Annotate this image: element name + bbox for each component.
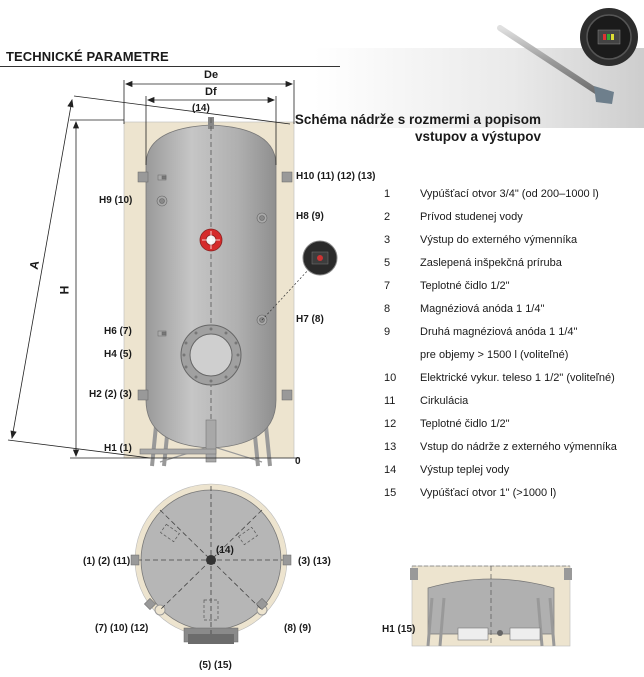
fitting-h6 [157, 330, 167, 337]
dim-de [123, 80, 295, 124]
label-h9: H9 (10) [99, 195, 133, 206]
label-h4: H4 (5) [104, 349, 132, 360]
legend-text: Vypúšťací otvor 3/4" (od 200–1000 l) [420, 188, 599, 200]
legend-text: Cirkulácia [420, 395, 469, 407]
anode-rod-illustration [497, 25, 614, 104]
label-h10: H10 (11) (12) (13) [296, 171, 376, 182]
legend-text: Prívod studenej vody [420, 211, 523, 223]
dim-de-label: De [204, 69, 219, 81]
side-nozzles [137, 171, 293, 401]
legend-number: 2 [384, 211, 391, 223]
legend-text: Druhá magnéziová anóda 1 1/4" [420, 326, 578, 338]
section-title-underline [0, 66, 340, 67]
label-h6: H6 (7) [104, 326, 132, 337]
legend-number: 10 [384, 372, 397, 384]
legend-number: 9 [384, 326, 391, 338]
legend-number: 13 [384, 441, 397, 453]
label-top-view-left: (1) (2) (11) [83, 556, 131, 567]
dim-df [145, 96, 277, 165]
legend-number: 8 [384, 303, 391, 315]
inspection-flange [180, 324, 242, 386]
label-detail-h1-15: H1 (15) [382, 624, 416, 635]
legend-text: Zaslepená inšpekčná príruba [420, 257, 562, 269]
label-top-view-center: (14) [216, 545, 234, 556]
label-h1: H1 (1) [104, 443, 132, 454]
control-unit-icon [580, 8, 638, 66]
legend-text: Teplotné čidlo 1/2" [420, 280, 510, 292]
legend-number: 5 [384, 257, 391, 269]
dim-zero-label: 0 [295, 456, 301, 467]
legend-text: Teplotné čidlo 1/2" [420, 418, 510, 430]
legend-text: Magnéziová anóda 1 1/4" [420, 303, 545, 315]
drain-pipe-h1 [139, 419, 217, 463]
legend-number: 7 [384, 280, 391, 292]
dim-h-label: H [57, 285, 72, 295]
dim-a [7, 95, 291, 459]
schema-title-line1: Schéma nádrže s rozmermi a popisom [294, 112, 541, 127]
legend-text: Vstup do nádrže z externého výmenníka [420, 441, 617, 453]
label-top-view-bottom-right: (8) (9) [284, 623, 312, 634]
fitting-h8 [256, 212, 268, 224]
fitting-h9 [156, 195, 168, 207]
legend-text: Výstup teplej vody [420, 464, 510, 476]
legend-number: 3 [384, 234, 391, 246]
tank-bottom-detail [410, 565, 572, 647]
legend-text: pre objemy > 1500 l (voliteľné) [420, 349, 569, 361]
heater-flange [199, 228, 223, 252]
legend-number: 1 [384, 188, 391, 200]
schema-title-line2: vstupov a výstupov [414, 129, 541, 144]
label-top-view-bottom: (5) (15) [199, 660, 232, 671]
label-h2: H2 (2) (3) [89, 389, 132, 400]
dim-df-label: Df [205, 86, 217, 98]
legend-number: 15 [384, 487, 397, 499]
label-h7: H7 (8) [296, 314, 324, 325]
label-top-view-bottom-left: (7) (10) (12) [95, 623, 149, 634]
label-h8: H8 (9) [296, 211, 324, 222]
legend-number: 11 [384, 395, 396, 407]
legend-text: Elektrické vykur. teleso 1 1/2" (voliteľ… [420, 372, 615, 384]
label-top-view-right: (3) (13) [298, 556, 331, 567]
section-title: TECHNICKÉ PARAMETRE [6, 49, 169, 64]
fitting-h10 [157, 174, 167, 181]
dim-h [70, 119, 300, 459]
legend-text: Výstup do externého výmenníka [420, 234, 578, 246]
detail-magnifier [261, 240, 338, 321]
legend-number: 12 [384, 418, 397, 430]
legend-number: 14 [384, 464, 397, 476]
label-top-14: (14) [192, 103, 210, 114]
tank-top-view [130, 483, 292, 644]
legend-text: Vypúšťací otvor 1" (>1000 l) [420, 487, 557, 499]
